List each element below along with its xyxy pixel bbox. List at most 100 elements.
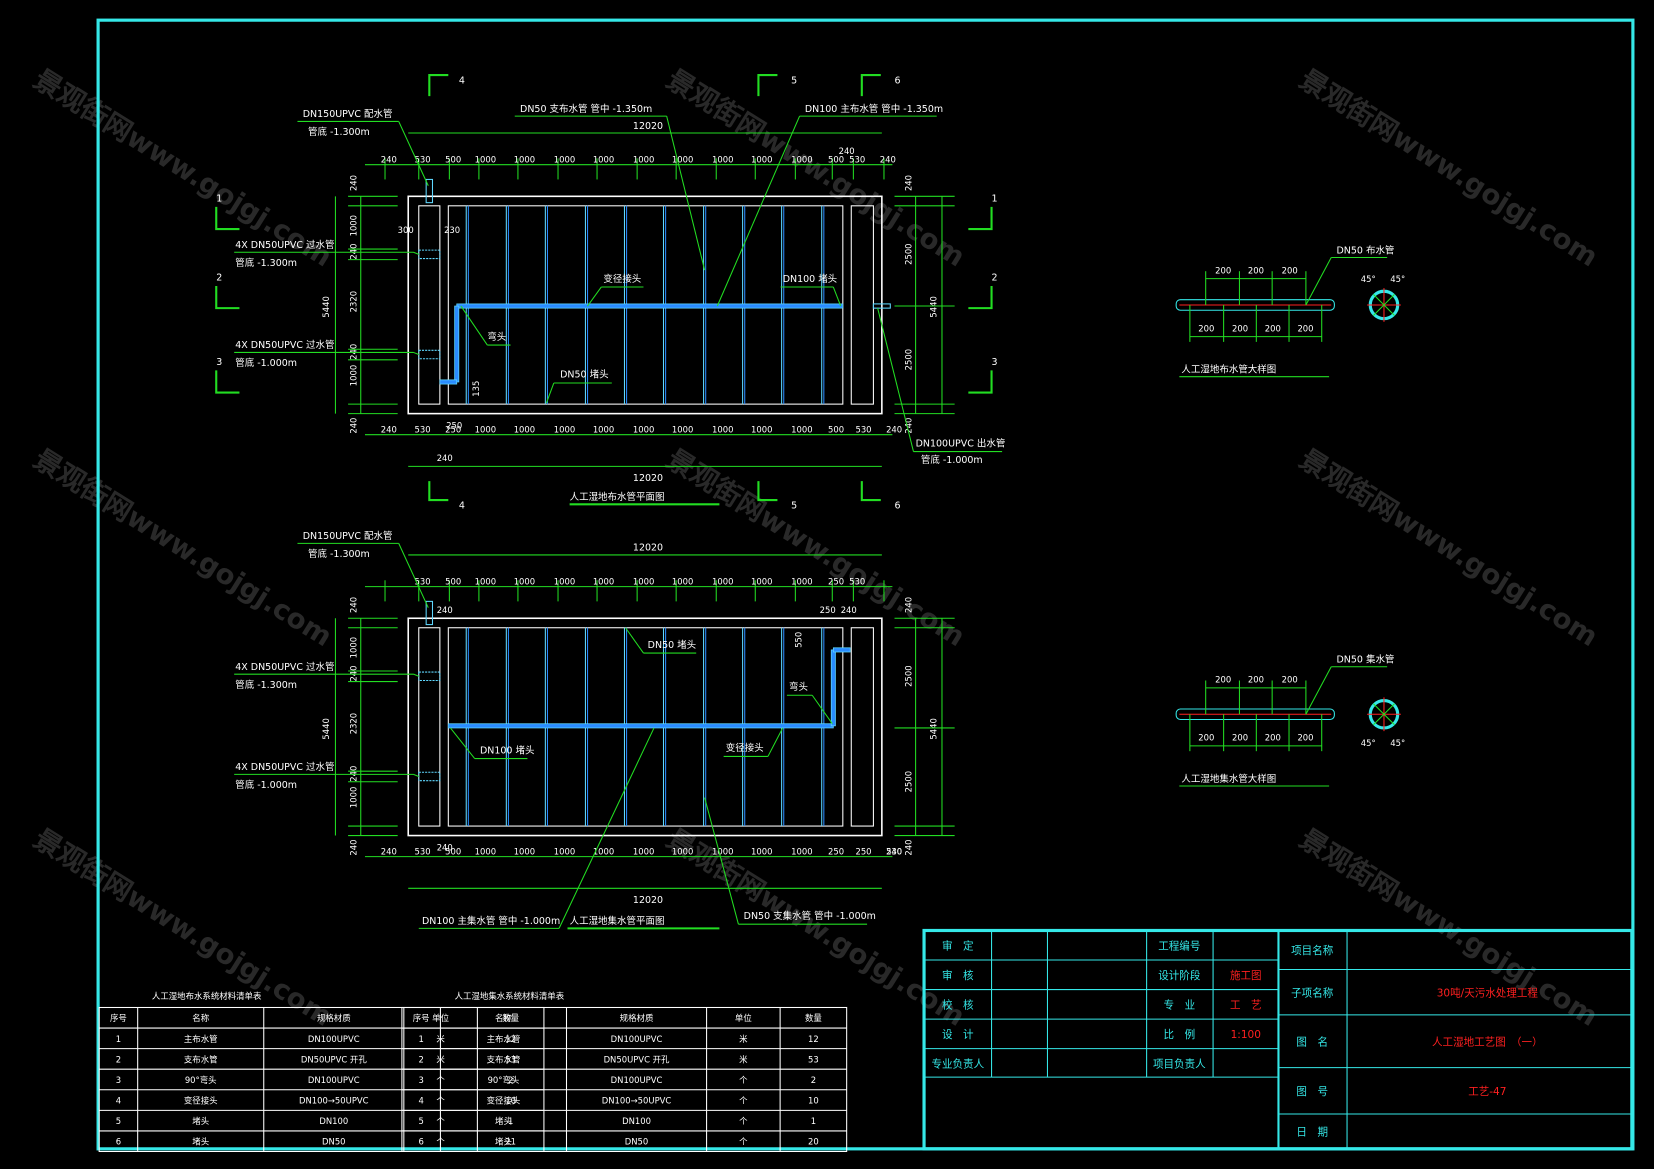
drawing-frame [96, 18, 1635, 1151]
leader-line [625, 627, 644, 654]
dimension-value: 300 [398, 225, 414, 235]
pipe-label: DN50 堵头 [560, 369, 608, 381]
dimension-value: 240 [886, 425, 902, 435]
side-dimension: 2500 [903, 771, 913, 792]
pipe-section [1175, 708, 1335, 721]
dimension-value: 200 [1215, 265, 1231, 275]
leader-line [545, 382, 555, 404]
table-cell: 个 [739, 1137, 748, 1147]
table-cell: DN50 [625, 1137, 649, 1147]
dimension-value: 1000 [475, 577, 496, 587]
pipe-section [1175, 299, 1335, 311]
table-cell: 2 [418, 1054, 423, 1064]
pipe-level: 管底 -1.300m [308, 126, 370, 138]
table-header: 名称 [192, 1013, 209, 1023]
section-mark [428, 481, 449, 502]
dimension-value: 1000 [712, 425, 733, 435]
dimension-value: 1000 [791, 577, 812, 587]
table-cell: 21 [505, 1137, 516, 1147]
overall-height-dimension: 5440 [929, 718, 939, 739]
side-dimension: 240 [349, 665, 359, 681]
section-number: 2 [216, 273, 222, 284]
side-dimension: 1000 [349, 787, 359, 808]
pipe-level: 管底 -1.300m [235, 257, 297, 269]
table-cell: 主布水管 [184, 1034, 218, 1044]
dimension-value: 200 [1282, 265, 1298, 275]
table-cell: 个 [739, 1116, 748, 1126]
dimension-value: 1000 [633, 577, 654, 587]
dimension-value: 240 [880, 155, 896, 165]
dimension-value: 240 [381, 425, 397, 435]
table-header: 单位 [735, 1013, 752, 1023]
section-mark [968, 285, 993, 310]
side-dimension: 240 [349, 840, 359, 856]
dimension-value: 1000 [633, 847, 654, 857]
section-mark [968, 206, 993, 231]
table-cell: 1 [811, 1116, 816, 1126]
table-header: 数量 [502, 1013, 519, 1023]
side-dimension: 2320 [349, 713, 359, 734]
table-cell: 变径接头 [487, 1095, 521, 1105]
pass-through-pipes [418, 349, 441, 360]
pipe-label: DN100 堵头 [783, 273, 837, 285]
table-cell: 53 [505, 1054, 516, 1064]
table-cell: DN100 [319, 1116, 348, 1126]
dimension-value: 500 [828, 155, 844, 165]
pipe-level: 管底 -1.300m [235, 679, 297, 691]
side-dimension: 240 [903, 597, 913, 613]
section-mark [428, 73, 449, 97]
leader-line [460, 305, 488, 346]
pass-through-pipes [418, 671, 441, 682]
dimension-value: 530 [855, 425, 871, 435]
table-cell: 10 [808, 1095, 819, 1105]
dimension-value: 230 [444, 225, 460, 235]
dimension-value: 240 [437, 453, 453, 463]
field-label: 比 例 [1164, 1028, 1196, 1041]
overall-height-dimension: 5440 [321, 718, 331, 739]
dimension-value: 200 [1265, 323, 1281, 333]
table-cell: 12 [808, 1034, 819, 1044]
dimension-value: 530 [849, 577, 865, 587]
table-header: 序号 [413, 1013, 430, 1023]
inlet-chamber [418, 205, 441, 405]
dimension-value: 550 [794, 632, 804, 648]
pipe-label: DN50 支布水管 管中 -1.350m [520, 103, 652, 115]
material-table: 人工湿地布水系统材料清单表序号名称规格材质单位数量1主布水管DN100UPVC米… [98, 991, 545, 1153]
side-dimension: 1000 [349, 365, 359, 386]
dimension-value: 1000 [672, 425, 693, 435]
field-value: 人工湿地工艺图 （一） [1432, 1035, 1543, 1048]
outlet-connector [832, 647, 851, 653]
table-cell: 6 [418, 1137, 423, 1147]
dimension-value: 1000 [672, 155, 693, 165]
table-cell: DN100→50UPVC [602, 1095, 672, 1105]
side-dimension: 2500 [903, 243, 913, 264]
leader-line [704, 797, 739, 925]
dimension-value: 1000 [475, 155, 496, 165]
dimension-value: 1000 [633, 155, 654, 165]
dimension-value: 200 [1282, 675, 1298, 685]
side-dimension: 1000 [349, 215, 359, 236]
dimension-value: 240 [886, 847, 902, 857]
dimension-value: 1000 [712, 155, 733, 165]
pipe-label: DN50 支集水管 管中 -1.000m [744, 910, 876, 922]
watermark-text: 景观街网www.gojgj.com [28, 443, 338, 653]
dimension-value: 1000 [514, 847, 535, 857]
dimension-value: 200 [1215, 675, 1231, 685]
table-header: 名称 [495, 1013, 512, 1023]
table-cell: 5 [418, 1116, 423, 1126]
dimension-value: 500 [445, 155, 461, 165]
leader-line [877, 308, 915, 452]
table-cell: 20 [808, 1137, 819, 1147]
signature-row-label: 审 核 [942, 969, 974, 982]
pipe-label: 4X DN50UPVC 过水管 [235, 339, 334, 351]
dimension-value: 200 [1297, 733, 1313, 743]
dimension-value: 500 [828, 425, 844, 435]
dimension-value: 200 [1232, 733, 1248, 743]
dimension-value: 1000 [554, 577, 575, 587]
dimension-value: 1000 [554, 155, 575, 165]
dimension-value: 1000 [554, 847, 575, 857]
